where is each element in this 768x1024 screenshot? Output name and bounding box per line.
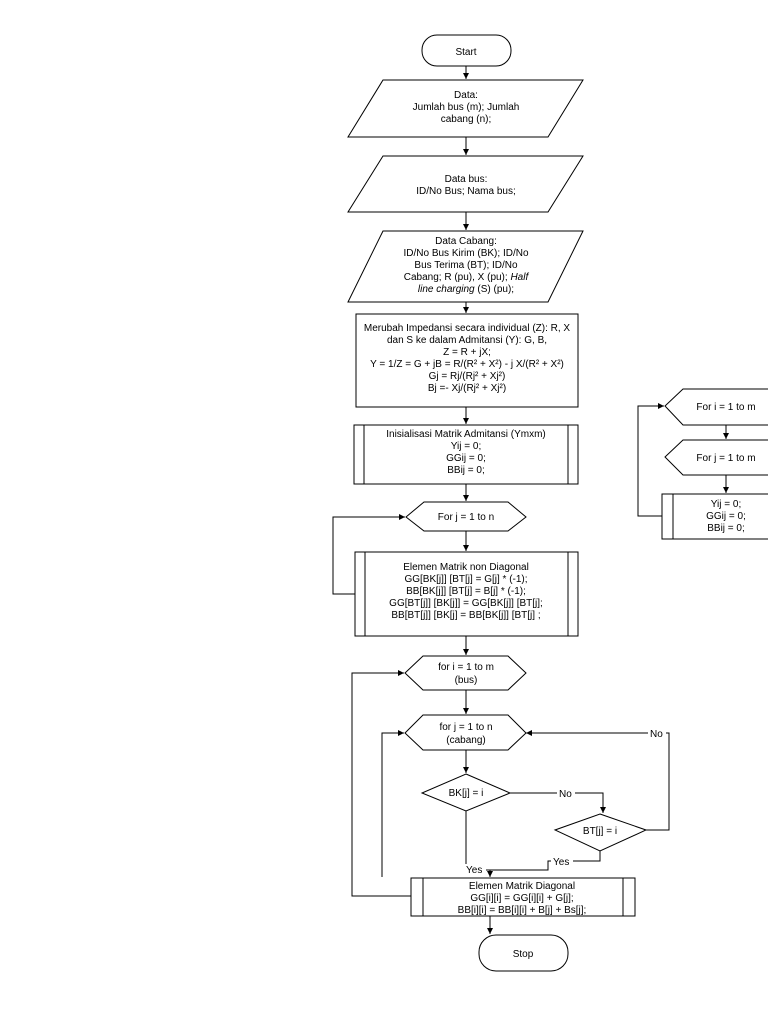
decision-bt (553, 813, 648, 852)
diag-elements-text: Elemen Matrik Diagonal GG[i][i] = GG[i][… (458, 881, 587, 916)
svg-text:Elemen Matrik non Diagonal: Elemen Matrik non Diagonal (403, 562, 529, 573)
data-bus-text: Data bus: ID/No Bus; Nama bus; (416, 174, 515, 197)
side-loop-j-hexagon (664, 439, 768, 476)
svg-text:Z = R + jX;: Z = R + jX; (443, 347, 491, 358)
side-loop-j-label: For j = 1 to m (696, 453, 755, 464)
side-init-text: Yij = 0; GGij = 0; BBij = 0; (706, 499, 746, 534)
data-input-text: Data: Jumlah bus (m); Jumlah cabang (n); (413, 90, 520, 125)
diag-elements-subprocess (410, 877, 636, 917)
svg-text:Elemen Matrik Diagonal: Elemen Matrik Diagonal (469, 881, 575, 892)
svg-text:Jumlah bus (m); Jumlah: Jumlah bus (m); Jumlah (413, 102, 520, 113)
input-data-cabang-parallelogram (347, 230, 584, 303)
svg-text:GG[BT[j]] [BK[j]] = GG[BK[j]]: GG[BT[j]] [BK[j]] = GG[BK[j]] [BT[j]; (389, 598, 543, 609)
svg-text:Bj =- Xj/(Rj² + Xj²): Bj =- Xj/(Rj² + Xj²) (428, 383, 506, 394)
svg-text:BB[BT[j]] [BK[j] = BB[BK[j]] [: BB[BT[j]] [BK[j] = BB[BK[j]] [BT[j] ; (391, 610, 540, 621)
svg-text:(cabang): (cabang) (446, 735, 485, 746)
stop-terminator (478, 934, 569, 972)
decision-bk (420, 773, 512, 812)
svg-text:(bus): (bus) (455, 675, 478, 686)
input-data-bus-parallelogram (347, 155, 584, 213)
svg-text:Y = 1/Z = G + jB = R/(R² + X²): Y = 1/Z = G + jB = R/(R² + X²) - j X/(R²… (370, 359, 564, 370)
svg-text:Data:: Data: (454, 90, 478, 101)
input-data-parallelogram (347, 79, 584, 138)
loop-j-cabang-text: for j = 1 to n (cabang) (439, 722, 492, 746)
convert-impedance-text: Merubah Impedansi secara individual (Z):… (364, 323, 571, 394)
svg-text:GGij = 0;: GGij = 0; (446, 453, 486, 464)
svg-text:GG[i][i] = GG[i][i] + G[j];: GG[i][i] = GG[i][i] + G[j]; (470, 893, 573, 904)
loop-j-offdiag-hexagon (405, 501, 527, 532)
data-cabang-text: Data Cabang: ID/No Bus Kirim (BK); ID/No… (403, 236, 529, 295)
side-loop-i-label: For i = 1 to m (696, 402, 755, 413)
svg-text:BB[i][i] = BB[i][i] + B[j] +: BB[i][i] = BB[i][i] + B[j] + Bs[j]; (458, 905, 587, 916)
svg-text:Gj = Rj/(Rj² + Xj²): Gj = Rj/(Rj² + Xj²) (429, 371, 506, 382)
svg-text:ID/No Bus Kirim (BK); ID/No: ID/No Bus Kirim (BK); ID/No (403, 248, 528, 259)
svg-text:GG[BK[j]] [BT[j] = G[j] * (-1): GG[BK[j]] [BT[j] = G[j] * (-1); (404, 574, 527, 585)
decision-bk-label: BK[j] = i (449, 788, 484, 799)
svg-text:Data Cabang:: Data Cabang: (435, 236, 497, 247)
svg-text:Yij = 0;: Yij = 0; (711, 499, 741, 510)
offdiag-elements-subprocess (354, 551, 579, 637)
svg-text:BBij = 0;: BBij = 0; (707, 523, 745, 534)
start-label: Start (455, 47, 476, 58)
svg-text:ID/No Bus; Nama bus;: ID/No Bus; Nama bus; (416, 186, 515, 197)
offdiag-elements-text: Elemen Matrik non Diagonal GG[BK[j]] [BT… (389, 562, 543, 621)
label-no-bk: No (559, 789, 572, 800)
convert-impedance-process (355, 313, 579, 408)
label-yes-bk: Yes (466, 865, 482, 876)
svg-text:Data bus:: Data bus: (445, 174, 488, 185)
svg-text:Yij = 0;: Yij = 0; (451, 441, 481, 452)
stop-label: Stop (513, 949, 534, 960)
start-terminator (421, 34, 512, 67)
loop-j-offdiag-label: For j = 1 to n (438, 512, 494, 523)
svg-text:Inisialisasi Matrik Admitansi: Inisialisasi Matrik Admitansi (Ymxm) (386, 429, 545, 440)
svg-text:for j = 1 to n: for j = 1 to n (439, 722, 492, 733)
side-loop-i-hexagon (664, 388, 768, 426)
init-admittance-text: Inisialisasi Matrik Admitansi (Ymxm) Yij… (386, 429, 545, 476)
loop-i-bus-text: for i = 1 to m (bus) (438, 662, 494, 686)
svg-text:GGij = 0;: GGij = 0; (706, 511, 746, 522)
decision-bt-label: BT[j] = i (583, 826, 617, 837)
svg-text:line charging (S) (pu);: line charging (S) (pu); (418, 284, 514, 295)
loop-j-cabang-hexagon (404, 714, 527, 751)
svg-text:BB[BK[j]] [BT[j] = B[j] * (-1): BB[BK[j]] [BT[j] = B[j] * (-1); (406, 586, 526, 597)
label-yes-bt: Yes (553, 857, 569, 868)
loop-i-bus-hexagon (404, 655, 527, 691)
svg-text:dan S ke dalam Admitansi (Y):: dan S ke dalam Admitansi (Y): G, B, (387, 335, 547, 346)
svg-text:Cabang; R (pu), X (pu); Half: Cabang; R (pu), X (pu); Half (404, 272, 530, 283)
init-admittance-subprocess (353, 424, 579, 485)
svg-text:Merubah Impedansi secara indiv: Merubah Impedansi secara individual (Z):… (364, 323, 571, 334)
label-no-bt: No (650, 729, 663, 740)
svg-text:Bus Terima (BT); ID/No: Bus Terima (BT); ID/No (414, 260, 518, 271)
svg-text:for i = 1 to m: for i = 1 to m (438, 662, 494, 673)
svg-text:cabang (n);: cabang (n); (441, 114, 492, 125)
svg-text:BBij = 0;: BBij = 0; (447, 465, 485, 476)
side-init-subprocess (661, 493, 768, 540)
